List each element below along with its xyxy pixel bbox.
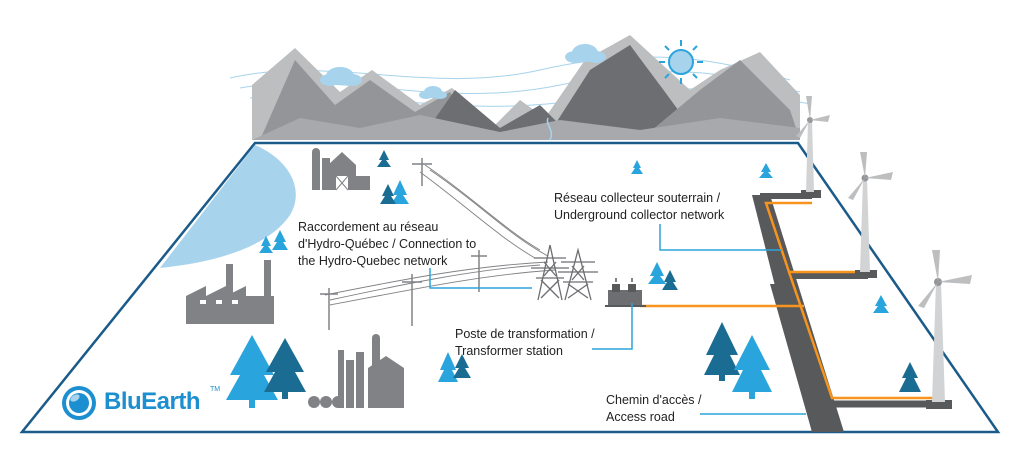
transmission-pylons xyxy=(531,244,598,301)
logo-trademark: TM xyxy=(210,386,221,393)
tree-small-7 xyxy=(272,230,288,250)
access-road-main xyxy=(752,195,842,432)
label-transformer-line-1: Poste de transformation / xyxy=(455,327,595,341)
tree-right-2 xyxy=(732,335,772,399)
callout-collector-line xyxy=(659,224,782,251)
tree-small-5 xyxy=(391,180,409,204)
cloud-middle xyxy=(419,86,447,99)
tree-right-1 xyxy=(704,322,740,381)
callout-transformer-line xyxy=(592,303,633,350)
tree-small-2 xyxy=(453,354,471,378)
tree-small-6 xyxy=(380,184,396,204)
wind-turbine-3 xyxy=(918,250,972,409)
pylon-left xyxy=(531,244,569,301)
sun-icon xyxy=(659,40,703,84)
label-connection: Raccordement au réseau d'Hydro-Québec / … xyxy=(298,219,476,270)
wind-turbine-2 xyxy=(848,152,893,278)
tree-small-3 xyxy=(648,262,666,284)
collector-cables xyxy=(640,201,940,400)
label-road-line-1: Chemin d'accès / xyxy=(606,393,702,407)
label-connection-line-3: the Hydro-Quebec network xyxy=(298,254,448,268)
tree-small-4 xyxy=(662,270,678,290)
tree-small-12 xyxy=(873,295,889,313)
utility-poles xyxy=(320,158,487,330)
factory-icon xyxy=(186,260,274,324)
bluearth-globe-icon xyxy=(62,386,96,420)
label-transformer-line-2: Transformer station xyxy=(455,344,563,358)
tree-small-10 xyxy=(631,160,643,174)
pylon-right xyxy=(558,247,598,301)
farm-barn-icon xyxy=(312,148,370,191)
wind-turbines xyxy=(796,96,972,409)
label-transformer-station: Poste de transformation / Transformer st… xyxy=(455,326,595,360)
lake xyxy=(160,145,296,268)
transformer-station-icon xyxy=(605,278,646,307)
label-collector-network: Réseau collecteur souterrain / Undergrou… xyxy=(554,190,724,224)
label-access-road: Chemin d'accès / Access road xyxy=(606,392,701,426)
logo-text: BluEarth xyxy=(104,388,201,415)
wind-turbine-1 xyxy=(796,96,830,198)
trees xyxy=(226,150,921,408)
callout-connection-line xyxy=(429,268,532,289)
clouds xyxy=(320,44,606,99)
callout-lines xyxy=(429,224,806,415)
label-road-line-2: Access road xyxy=(606,410,675,424)
label-collector-line-1: Réseau collecteur souterrain / xyxy=(554,191,721,205)
label-collector-line-2: Underground collector network xyxy=(554,208,725,222)
tree-large-left xyxy=(226,335,278,408)
label-connection-line-1: Raccordement au réseau xyxy=(298,220,439,234)
mountains xyxy=(252,35,800,141)
tree-small-9 xyxy=(377,150,391,167)
biomass-plant-icon xyxy=(308,334,404,408)
bluearth-logo: BluEarth TM xyxy=(60,384,240,424)
cloud-left xyxy=(320,67,362,86)
tree-small-1 xyxy=(438,352,458,382)
cloud-right xyxy=(565,44,606,63)
tree-small-11 xyxy=(759,163,773,178)
tree-small-13 xyxy=(899,362,921,392)
tree-large-left-2 xyxy=(264,338,306,399)
tree-small-8 xyxy=(259,236,273,253)
power-lines xyxy=(324,164,556,306)
label-connection-line-2: d'Hydro-Québec / Connection to xyxy=(298,237,477,251)
